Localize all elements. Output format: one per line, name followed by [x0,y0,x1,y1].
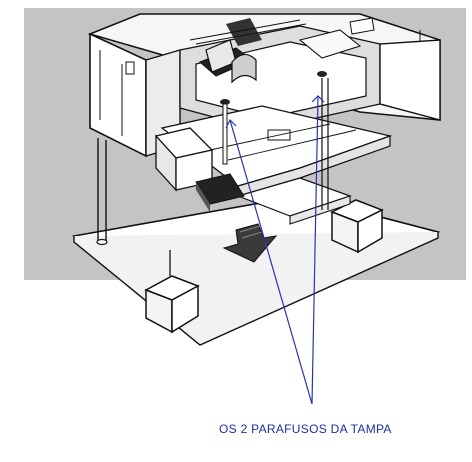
leader-lines [225,95,325,405]
rubber-foot-right [330,199,384,254]
rubber-foot-front [144,250,200,334]
printer-body [87,13,441,158]
down-arrow-icon [222,223,278,263]
support-post-front-left [96,138,108,246]
base-plate-edge [73,232,439,346]
screw-right [317,71,327,77]
tray-lever [154,127,245,212]
screw-left [220,99,230,165]
caption-screw-label: OS 2 PARAFUSOS DA TAMPA [219,422,392,436]
